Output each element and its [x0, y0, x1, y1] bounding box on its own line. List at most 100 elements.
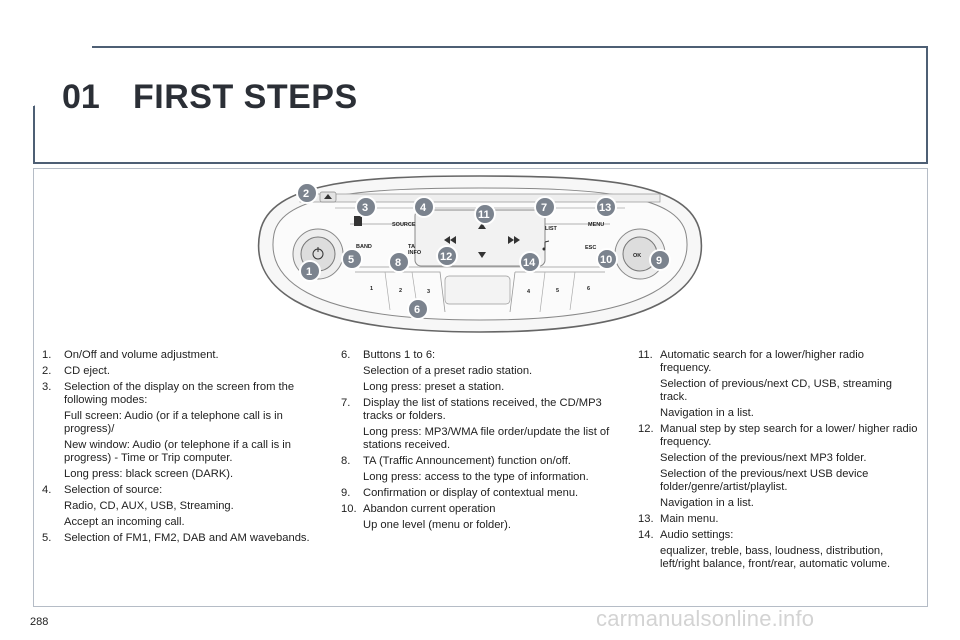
callout-8: 8 [388, 251, 410, 273]
legend-item-number: 13. [638, 513, 654, 525]
menu-label: MENU [588, 222, 604, 228]
legend-item-number: 11. [638, 349, 653, 361]
music-note-icon [542, 240, 550, 251]
callout-7: 7 [534, 196, 556, 218]
legend-item-detail: Long press: MP3/WMA file order/update th… [363, 426, 610, 451]
radio-control-panel-illustration: OK BAND SOURCE TA INFO LIST MENU ESC 1 2… [257, 175, 703, 333]
page-number: 288 [30, 616, 49, 628]
svg-text:7: 7 [541, 202, 547, 214]
legend-item-text: Automatic search for a lower/higher radi… [660, 349, 864, 374]
legend-item: 2.CD eject. [42, 365, 327, 378]
ok-label: OK [633, 253, 641, 259]
legend-item-text: Selection of FM1, FM2, DAB and AM waveba… [64, 532, 310, 544]
preset-2-label: 2 [399, 288, 402, 294]
legend-item: 9. Confirmation or display of contextual … [341, 487, 623, 500]
legend-column-3: 11. Automatic search for a lower/higher r… [638, 349, 918, 574]
legend-item-text: Selection of the display on the screen f… [64, 381, 295, 406]
callout-5: 5 [341, 248, 363, 270]
chapter-title: FIRST STEPS [133, 78, 358, 116]
legend-item-number: 8. [341, 455, 351, 467]
callout-12: 12 [436, 245, 458, 267]
svg-text:13: 13 [599, 202, 611, 214]
legend-item-number: 12. [638, 423, 654, 435]
legend-item: 8. TA (Traffic Announcement) function on/… [341, 455, 623, 468]
legend-item-detail: Selection of previous/next CD, USB, stre… [660, 378, 892, 403]
svg-text:9: 9 [656, 255, 662, 267]
svg-text:8: 8 [395, 257, 401, 269]
legend-item-detail: Selection of the previous/next MP3 folde… [660, 452, 867, 464]
preset-5-label: 5 [556, 288, 559, 294]
legend-item: 12. Manual step by step search for a lowe… [638, 423, 918, 449]
eject-icon [319, 191, 337, 203]
chapter-number: 01 [62, 78, 100, 116]
legend-item-text: TA (Traffic Announcement) function on/of… [363, 455, 571, 467]
preset-dividers [384, 271, 576, 313]
preset-6-label: 6 [587, 286, 590, 292]
legend-item: 11. Automatic search for a lower/higher r… [638, 349, 918, 375]
callout-9: 9 [649, 249, 671, 271]
legend-item-text: Manual step by step search for a lower/ … [660, 423, 918, 448]
legend-item-detail: Long press: access to the type of inform… [363, 471, 589, 483]
legend-item-text: Selection of source: [64, 484, 163, 496]
legend-item: 6.Buttons 1 to 6: [341, 349, 623, 362]
esc-label: ESC [585, 245, 596, 251]
svg-text:12: 12 [440, 251, 452, 263]
legend-item-detail: Navigation in a list. [660, 407, 754, 419]
callout-11: 11 [474, 203, 496, 225]
legend-item-detail: Long press: preset a station. [363, 381, 505, 393]
legend-column-2: 6.Buttons 1 to 6:Selection of a preset r… [341, 349, 623, 535]
legend-item: 3.Selection of the display on the screen… [42, 381, 327, 407]
svg-text:6: 6 [414, 304, 420, 316]
svg-text:10: 10 [600, 254, 612, 266]
svg-text:2: 2 [303, 188, 309, 200]
arrow-up-icon [478, 223, 486, 229]
watermark: carmanualsonline.info [596, 606, 815, 631]
legend-item: 1. On/Off and volume adjustment. [42, 349, 327, 362]
svg-text:11: 11 [478, 209, 490, 221]
callout-4: 4 [413, 196, 435, 218]
legend-item-number: 1. [42, 349, 52, 361]
arrow-down-icon [478, 252, 486, 258]
callout-10: 10 [596, 248, 618, 270]
svg-text:3: 3 [362, 202, 368, 214]
legend-item-text: CD eject. [64, 365, 111, 377]
center-preset-slot [444, 275, 511, 305]
legend-item-text: Confirmation or display of contextual me… [363, 487, 579, 499]
svg-text:1: 1 [306, 266, 312, 278]
seek-forward-icon [508, 236, 520, 244]
legend-column-1: 1. On/Off and volume adjustment. 2.CD ejec… [42, 349, 327, 548]
legend-item: 5. Selection of FM1, FM2, DAB and AM wave… [42, 532, 327, 545]
callout-1: 1 [299, 260, 321, 282]
legend-item-number: 14. [638, 529, 654, 541]
legend-item: 4.Selection of source: [42, 484, 327, 497]
info-label: INFO [408, 250, 422, 256]
legend-item-detail: Selection of the previous/next USB devic… [660, 468, 869, 493]
legend-item-detail: Long press: black screen (DARK). [64, 468, 234, 480]
legend-item-text: On/Off and volume adjustment. [64, 349, 219, 361]
legend-item-number: 10. [341, 503, 357, 515]
legend-item-number: 5. [42, 532, 52, 544]
svg-text:14: 14 [523, 257, 536, 269]
legend-item-number: 6. [341, 349, 351, 361]
legend-item: 7. Display the list of stations received,… [341, 397, 623, 423]
legend-item-text: Display the list of stations received, t… [363, 397, 602, 422]
callout-3: 3 [355, 196, 377, 218]
legend-item-detail: Full screen: Audio (or if a telephone ca… [64, 410, 283, 435]
ta-label: TA [408, 244, 415, 250]
legend-item: 10. Abandon current operation [341, 503, 623, 516]
seek-back-icon [444, 236, 456, 244]
chapter-header-box [33, 46, 928, 164]
source-label: SOURCE [392, 222, 416, 228]
legend-item-number: 9. [341, 487, 351, 499]
legend-item-text: Abandon current operation [363, 503, 496, 515]
callout-2: 2 [296, 182, 318, 204]
legend-item-number: 7. [341, 397, 351, 409]
legend-item-text: Audio settings: [660, 529, 734, 541]
display-mode-icon [354, 216, 362, 226]
callout-6: 6 [407, 298, 429, 320]
legend-item: 13. Main menu. [638, 513, 918, 526]
legend-item-detail: New window: Audio (or telephone if a cal… [64, 439, 291, 464]
legend-item-text: Main menu. [660, 513, 719, 525]
legend-item-detail: equalizer, treble, bass, loudness, distr… [660, 545, 891, 570]
callout-13: 13 [595, 196, 617, 218]
